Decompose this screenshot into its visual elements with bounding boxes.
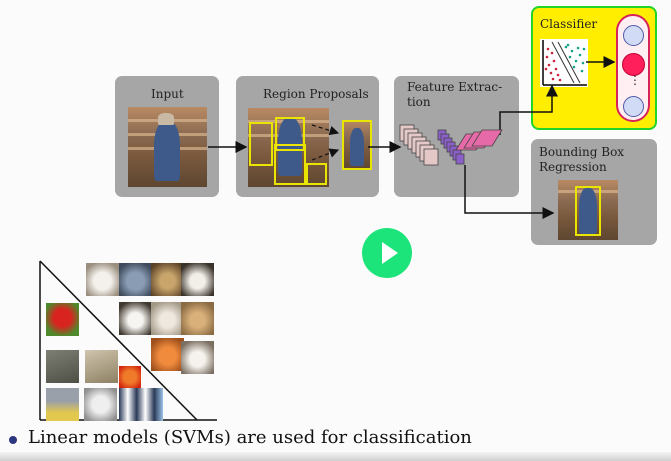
thumbnail-cat (151, 302, 184, 335)
thumbnail-bird (46, 388, 79, 421)
player-bottom-shade (0, 452, 671, 461)
thumbnail-cat (86, 263, 119, 296)
thumbnail-cat (181, 341, 214, 374)
input-stage: Input (115, 76, 219, 197)
bullet-point (9, 436, 17, 444)
thumbnail-animal (46, 350, 79, 383)
input-photo (128, 107, 207, 187)
thumbnail-animal (85, 350, 118, 383)
bounding-box-regression-stage: Bounding Box Regression (531, 139, 657, 245)
thumbnail-fox (119, 366, 141, 388)
thumbnail-cat (151, 338, 184, 371)
output-node-2 (622, 53, 645, 76)
feature-extraction-label-line2: tion (407, 95, 431, 109)
output-dots: ⋮ (629, 73, 641, 87)
play-button[interactable] (362, 228, 412, 278)
output-node-1 (623, 25, 644, 46)
bbox-photo (558, 180, 618, 240)
classifier-label: Classifier (540, 17, 598, 31)
feature-extraction-stage: Feature Extrac- tion (394, 76, 519, 197)
thumbnail-cat (119, 263, 152, 296)
output-node-3 (623, 96, 644, 117)
slide-caption: Linear models (SVMs) are used for classi… (28, 427, 472, 448)
svm-scatter-plot (540, 39, 588, 87)
input-label: Input (151, 87, 184, 101)
thumbnail-cat (119, 302, 152, 335)
region-proposals-label: Region Proposals (263, 87, 369, 101)
thumbnail-flower (46, 303, 79, 336)
thumbnail-penguins (119, 388, 163, 421)
bbox-label-line1: Bounding Box (539, 145, 625, 159)
thumbnail-cat (181, 263, 214, 296)
classifier-output-column: ⋮ (616, 14, 650, 122)
classifier-stage: Classifier (531, 6, 657, 130)
scatter-svg (542, 40, 587, 86)
feature-extraction-label-line1: Feature Extrac- (407, 80, 503, 94)
thumbnail-cat (181, 302, 214, 335)
bbox-label-line2: Regression (539, 160, 607, 174)
region-photo (248, 108, 329, 187)
thumbnail-bird (84, 388, 117, 421)
thumbnail-cat (151, 263, 184, 296)
warped-region-photo (342, 120, 372, 170)
region-proposals-stage: Region Proposals (236, 76, 379, 197)
